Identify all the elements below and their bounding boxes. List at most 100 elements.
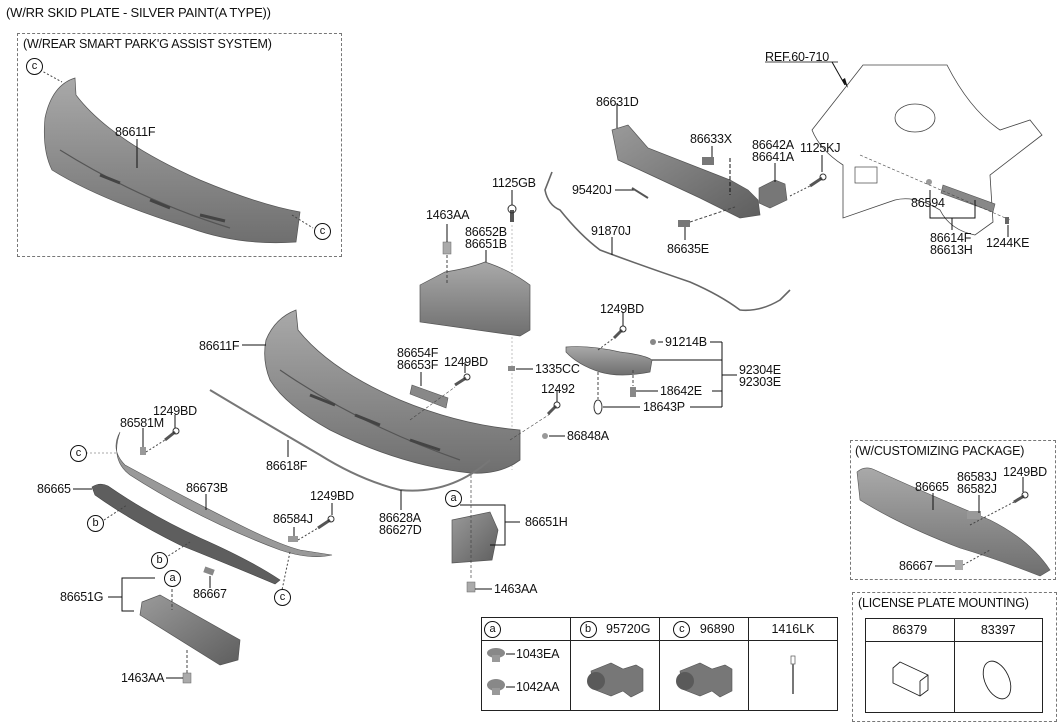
part-label-18643p[interactable]: 18643P <box>643 400 685 414</box>
inset-license-plate-box <box>852 592 1057 722</box>
part-label-86613h[interactable]: 86613H <box>930 243 973 257</box>
customizing-skid-86665 <box>856 467 1051 577</box>
part-label-86651g[interactable]: 86651G <box>60 590 104 604</box>
part-label-86651b[interactable]: 86651B <box>465 237 507 251</box>
part-label-86848a[interactable]: 86848A <box>567 429 609 443</box>
part-label-91870j[interactable]: 91870J <box>591 224 631 238</box>
part-label-86594[interactable]: 86594 <box>911 196 945 210</box>
part-label-86584j[interactable]: 86584J <box>273 512 313 526</box>
part-label-86631d[interactable]: 86631D <box>596 95 639 109</box>
part-label-86618f[interactable]: 86618F <box>266 459 308 473</box>
callout-a: a <box>164 570 181 587</box>
part-label-86614f[interactable]: 86614F <box>930 231 972 245</box>
part-label-86641a[interactable]: 86641A <box>752 150 794 164</box>
part-label-86667-custom[interactable]: 86667 <box>899 559 933 573</box>
part-label-86654f[interactable]: 86654F <box>397 346 439 360</box>
callout-a: a <box>484 620 501 638</box>
garnish-86673b <box>115 431 333 557</box>
parking-sensor-95720g-icon <box>587 662 644 698</box>
part-label-86665[interactable]: 86665 <box>37 482 71 496</box>
reflex-reflector-lamp-92304e <box>565 346 653 376</box>
license-cell-83397 <box>953 641 1043 713</box>
inset-license-plate-title: (LICENSE PLATE MOUNTING) <box>858 596 1029 610</box>
inset-smart-park-box <box>17 33 342 257</box>
part-label-86642a[interactable]: 86642A <box>752 138 794 152</box>
part-label-86633x[interactable]: 86633X <box>690 132 732 146</box>
part-label-1249bd-low[interactable]: 1249BD <box>310 489 354 503</box>
legend-header-a: a <box>481 617 571 641</box>
callout-c: c <box>673 620 691 638</box>
part-label-1463aa-left[interactable]: 1463AA <box>121 671 165 685</box>
legend-cell-c <box>659 640 749 711</box>
part-label-86611f-main[interactable]: 86611F <box>199 339 240 353</box>
part-label-18642e[interactable]: 18642E <box>660 384 702 398</box>
legend-part-96890[interactable]: 96890 <box>699 621 735 636</box>
garnish-strip-86618f <box>209 389 491 492</box>
part-label-86582j[interactable]: 86582J <box>957 482 997 496</box>
callout-c: c <box>26 58 43 75</box>
callout-b: b <box>151 552 168 569</box>
license-part-86379[interactable]: 86379 <box>892 623 928 637</box>
quarter-panel-ref <box>811 64 1043 236</box>
skid-plate-86651g <box>139 594 241 666</box>
legend-table: a b 95720G c 96890 1416LK 1043EA 1042AA <box>481 617 838 711</box>
part-label-86635e[interactable]: 86635E <box>667 242 709 256</box>
skid-plate-86665 <box>91 483 281 585</box>
part-label-86581m[interactable]: 86581M <box>120 416 164 430</box>
legend-cell-b <box>570 640 660 711</box>
legend-part-95720g[interactable]: 95720G <box>606 621 651 636</box>
part-label-1244ke[interactable]: 1244KE <box>986 236 1030 250</box>
part-label-12492[interactable]: 12492 <box>541 382 575 396</box>
part-label-1249bd-mid[interactable]: 1249BD <box>444 355 488 369</box>
side-cover-86652b <box>419 261 531 337</box>
legend-part-1416lk[interactable]: 1416LK <box>771 622 815 636</box>
callout-b: b <box>579 620 597 638</box>
legend-header-1416lk: 1416LK <box>748 617 838 641</box>
part-label-91214b[interactable]: 91214B <box>665 335 707 349</box>
license-cell-86379 <box>865 641 955 713</box>
part-label-86628a[interactable]: 86628A <box>379 511 421 525</box>
parking-sensor-96890-icon <box>676 662 733 698</box>
license-header-83397: 83397 <box>953 618 1043 642</box>
part-label-1125gb[interactable]: 1125GB <box>492 176 536 190</box>
legend-header-c: c 96890 <box>659 617 749 641</box>
legend-cell-1416lk <box>748 640 838 711</box>
part-label-95420j[interactable]: 95420J <box>572 183 612 197</box>
part-label-86667[interactable]: 86667 <box>193 587 227 601</box>
callout-c: c <box>274 589 291 606</box>
part-label-1125kj[interactable]: 1125KJ <box>800 141 841 155</box>
part-label-1249bd-custom[interactable]: 1249BD <box>1003 465 1047 479</box>
part-label-92304e[interactable]: 92304E <box>739 363 781 377</box>
part-label-86665-custom[interactable]: 86665 <box>915 480 949 494</box>
part-label-86627d[interactable]: 86627D <box>379 523 422 537</box>
part-label-1463aa-top[interactable]: 1463AA <box>426 208 470 222</box>
ref-label[interactable]: REF.60-710 <box>765 50 830 64</box>
callout-a: a <box>445 490 462 507</box>
part-label-92303e[interactable]: 92303E <box>739 375 781 389</box>
license-plate-table: 86379 83397 <box>865 618 1043 713</box>
part-label-86653f[interactable]: 86653F <box>397 358 439 372</box>
part-label-1335cc[interactable]: 1335CC <box>535 362 580 376</box>
legend-cell-a: 1043EA 1042AA <box>481 640 571 711</box>
inset-customizing-title: (W/CUSTOMIZING PACKAGE) <box>855 444 1025 458</box>
part-label-86652b[interactable]: 86652B <box>465 225 507 239</box>
inset-smart-park-title: (W/REAR SMART PARK'G ASSIST SYSTEM) <box>23 37 272 51</box>
part-label-86673b[interactable]: 86673B <box>186 481 228 495</box>
legend-part-1043ea[interactable]: 1043EA <box>516 647 560 661</box>
part-label-86583j[interactable]: 86583J <box>957 470 997 484</box>
license-part-83397[interactable]: 83397 <box>980 623 1016 637</box>
part-label-86611f-inset[interactable]: 86611F <box>115 125 156 139</box>
part-label-1463aa-right[interactable]: 1463AA <box>494 582 538 596</box>
reinforcement-beam-86631d <box>611 124 761 219</box>
callout-b: b <box>87 515 104 532</box>
clip-icons <box>487 648 515 695</box>
part-label-1249bd-left[interactable]: 1249BD <box>153 404 197 418</box>
wiring-harness-91870j <box>544 171 791 312</box>
part-label-86651h[interactable]: 86651H <box>525 515 568 529</box>
rear-bumper-cover-86611f <box>264 309 521 474</box>
part-label-1249bd-lamp[interactable]: 1249BD <box>600 302 644 316</box>
legend-part-1042aa[interactable]: 1042AA <box>516 680 560 694</box>
inset-rear-bumper-86611f <box>43 77 301 244</box>
inset-customizing-box <box>850 440 1056 580</box>
